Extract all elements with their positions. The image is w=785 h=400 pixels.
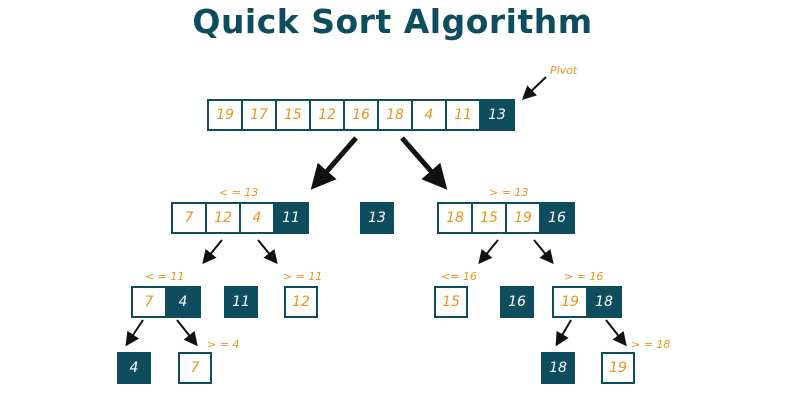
- label-a-partition: < = 11: [145, 270, 185, 283]
- array-cell: 12: [205, 202, 241, 234]
- right-partition-array: 18 15 19 16: [437, 202, 575, 234]
- array-cell: 19: [505, 202, 541, 234]
- label-b-partition: > = 4: [207, 338, 240, 351]
- label-d-partition-l3: > = 18: [631, 338, 671, 351]
- label-c-partition: > = 11: [283, 270, 323, 283]
- arrow-l2-f-left: [555, 319, 572, 347]
- pivot-pointer-arrow: [521, 76, 547, 100]
- array-cell: 15: [275, 99, 311, 131]
- array-cell: 4: [239, 202, 275, 234]
- array-cell: 15: [471, 202, 507, 234]
- arrow-l2-a-left: [125, 319, 144, 347]
- array-cell: 19: [207, 99, 243, 131]
- arrow-l1-right-f: [533, 239, 554, 265]
- label-left-partition: < = 13: [219, 186, 259, 199]
- single-element-box: 12: [284, 286, 318, 318]
- label-f-partition: > = 16: [564, 270, 604, 283]
- arrow-root-left: [310, 136, 358, 190]
- f-partition-array: 19 18: [552, 286, 622, 318]
- pivot-cell: 11: [273, 202, 309, 234]
- placed-pivot-box: 16: [500, 286, 534, 318]
- pivot-cell: 4: [165, 286, 201, 318]
- root-array: 19 17 15 12 16 18 4 11 13: [207, 99, 515, 131]
- single-element-box: 19: [601, 352, 635, 384]
- pivot-cell: 13: [479, 99, 515, 131]
- single-element-box: 7: [178, 352, 212, 384]
- array-cell: 11: [445, 99, 481, 131]
- placed-pivot-box: 13: [360, 202, 394, 234]
- arrow-l1-left-a: [202, 239, 223, 265]
- array-cell: 7: [171, 202, 207, 234]
- array-cell: 12: [309, 99, 345, 131]
- array-cell: 17: [241, 99, 277, 131]
- left-partition-array: 7 12 4 11: [171, 202, 309, 234]
- pivot-label: Pivot: [550, 64, 578, 77]
- arrow-l1-right-d: [478, 239, 499, 265]
- pivot-cell: 18: [586, 286, 622, 318]
- arrow-l2-f-right: [605, 319, 627, 347]
- placed-pivot-box: 4: [117, 352, 151, 384]
- array-cell: 18: [377, 99, 413, 131]
- array-cell: 19: [552, 286, 588, 318]
- placed-pivot-box: 18: [541, 352, 575, 384]
- pivot-cell: 16: [539, 202, 575, 234]
- page-title: Quick Sort Algorithm: [192, 2, 593, 41]
- array-cell: 4: [411, 99, 447, 131]
- array-cell: 7: [131, 286, 167, 318]
- array-cell: 18: [437, 202, 473, 234]
- single-element-box: 15: [434, 286, 468, 318]
- placed-pivot-box: 11: [224, 286, 258, 318]
- label-d-partition: <= 16: [441, 270, 477, 283]
- a-partition-array: 7 4: [131, 286, 201, 318]
- arrow-l2-a-right: [176, 319, 198, 347]
- arrow-l1-left-c: [257, 239, 278, 265]
- array-cell: 16: [343, 99, 379, 131]
- label-right-partition: > = 13: [489, 186, 529, 199]
- arrow-root-right: [400, 136, 448, 190]
